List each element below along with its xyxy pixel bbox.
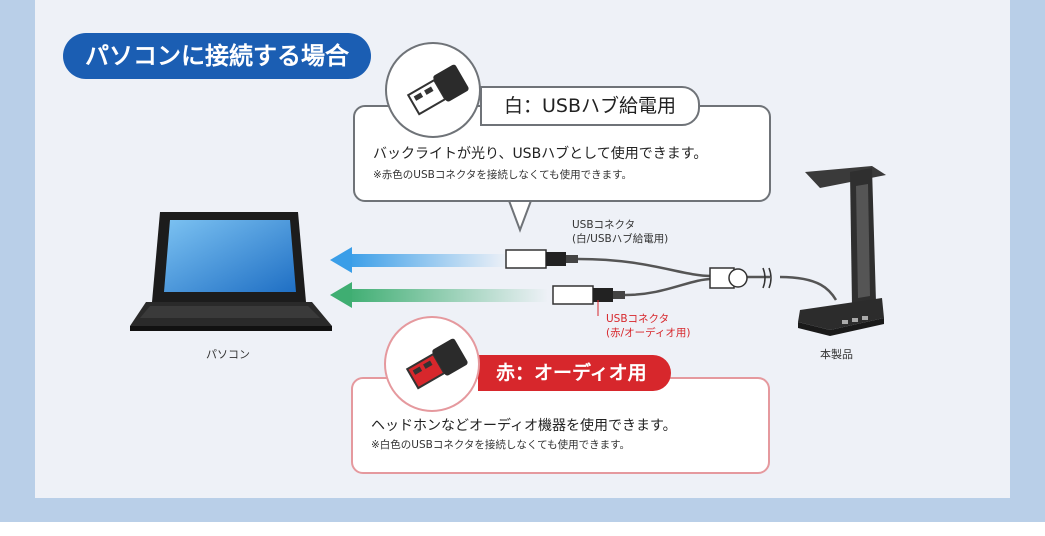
product-label: 本製品 <box>820 348 853 361</box>
red-cable-label: USBコネクタ (赤/オーディオ用) <box>606 312 691 340</box>
bottom-strip <box>0 522 1045 536</box>
red-connector-callout: ヘッドホンなどオーディオ機器を使用できます。 ※白色のUSBコネクタを接続しなく… <box>351 377 770 474</box>
arrow-blue-icon <box>330 247 508 273</box>
laptop-label: パソコン <box>206 348 250 361</box>
usb-plug-white-closeup-icon <box>406 64 469 116</box>
red-connector-tag: 赤：オーディオ用 <box>478 355 671 391</box>
white-usb-plug-badge <box>385 42 481 138</box>
white-cable-label-line1: USBコネクタ <box>572 219 636 231</box>
white-cable-label: USBコネクタ (白/USBハブ給電用) <box>572 218 668 246</box>
red-connector-note: ※白色のUSBコネクタを接続しなくても使用できます。 <box>371 439 631 451</box>
red-usb-plug-badge <box>384 316 480 412</box>
laptop-icon <box>130 212 332 331</box>
usb-plug-red-closeup-icon <box>405 338 468 390</box>
red-connector-description: ヘッドホンなどオーディオ機器を使用できます。 <box>371 418 677 434</box>
red-cable-label-line1: USBコネクタ <box>606 313 670 325</box>
usb-plug-white-icon <box>505 249 578 269</box>
white-connector-description: バックライトが光り、USBハブとして使用できます。 <box>373 146 708 162</box>
red-cable-label-line2: (赤/オーディオ用) <box>606 327 691 339</box>
page-title: パソコンに接続する場合 <box>63 33 371 79</box>
usb-plug-red-icon <box>552 285 625 305</box>
headphone-stand-icon <box>798 166 886 336</box>
arrow-green-icon <box>330 282 548 308</box>
white-connector-note: ※赤色のUSBコネクタを接続しなくても使用できます。 <box>373 169 633 181</box>
cable-junction-icon <box>709 267 772 289</box>
white-connector-tag: 白：USBハブ給電用 <box>480 86 701 126</box>
white-cable-label-line2: (白/USBハブ給電用) <box>572 233 669 245</box>
